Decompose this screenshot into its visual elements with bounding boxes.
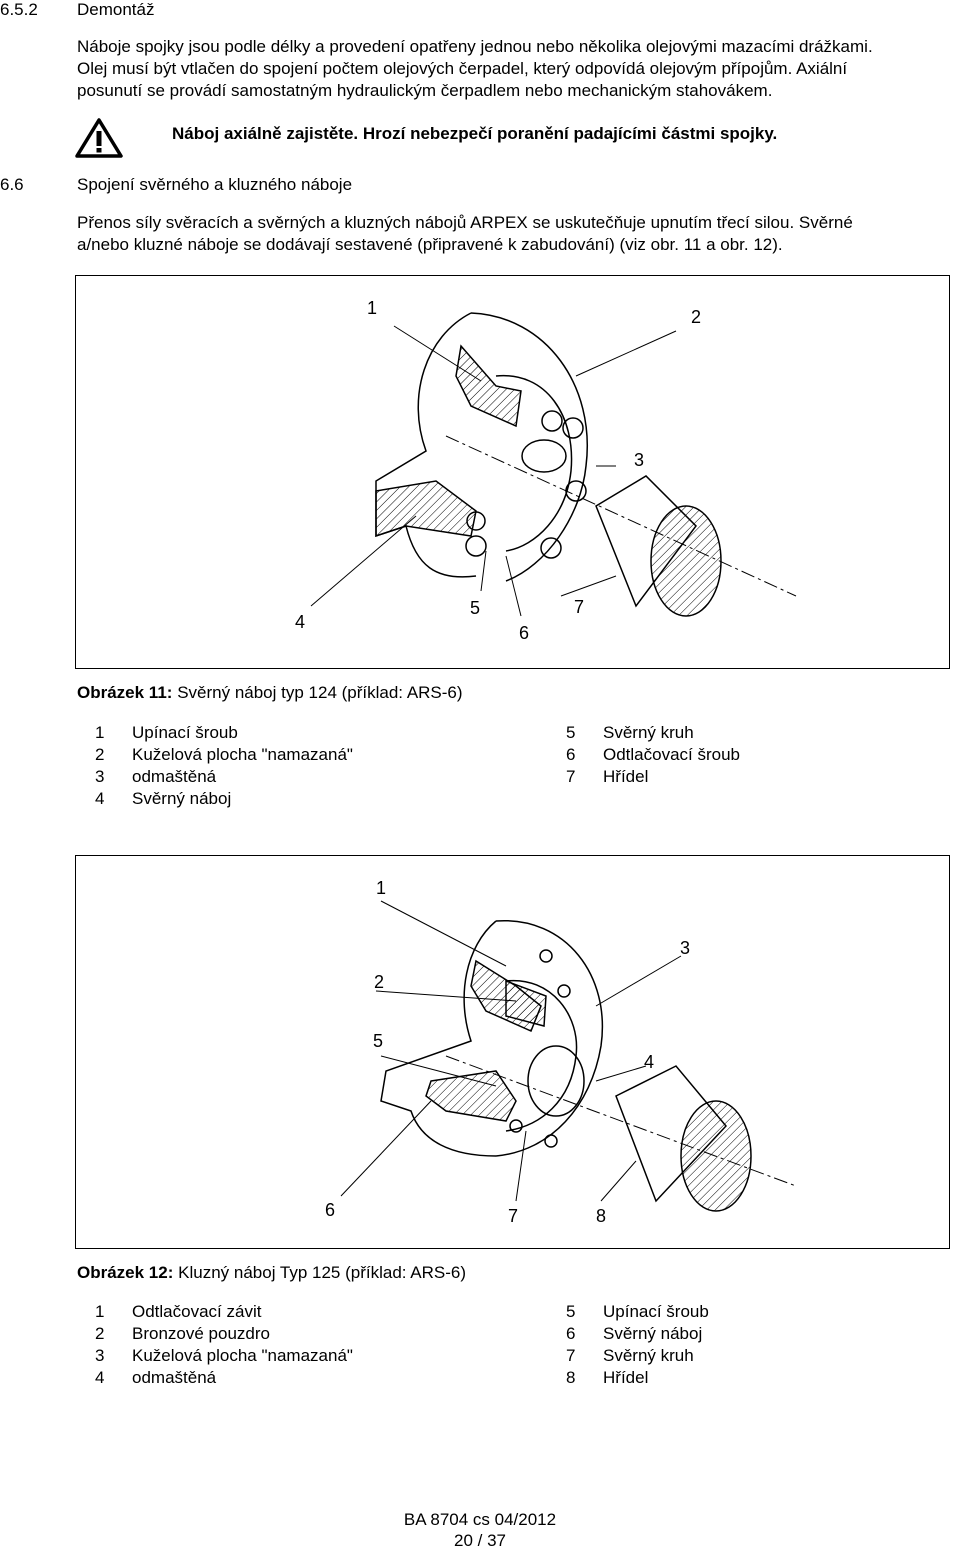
- warning-text: Náboj axiálně zajistěte. Hrozí nebezpečí…: [172, 124, 778, 143]
- section-652-number: 6.5.2: [0, 0, 38, 19]
- figure-11-caption-prefix: Obrázek 11:: [77, 683, 173, 702]
- figure-12-label-5: 5: [373, 1031, 384, 1051]
- figure-11-label-6: 6: [519, 623, 530, 643]
- footer-document-id: BA 8704 cs 04/2012: [403, 1510, 557, 1529]
- paragraph-1-line-1: Náboje spojky jsou podle délky a provede…: [77, 37, 873, 56]
- figure-12-label-7: 7: [508, 1206, 519, 1226]
- figure-11-frame: 1 2 3 4 5 6 7: [75, 275, 950, 669]
- figure-11-label-2: 2: [691, 307, 702, 327]
- paragraph-2-line-1: Přenos síly svěracích a svěrných a kluzn…: [77, 213, 853, 232]
- footer-page-number: 20 / 37: [454, 1531, 506, 1550]
- figure-12-label-3: 3: [680, 938, 691, 958]
- figure-12-caption-text: Kluzný náboj Typ 125 (příklad: ARS-6): [178, 1263, 467, 1282]
- warning-triangle-icon: [75, 118, 123, 158]
- figure-11-label-7: 7: [574, 597, 585, 617]
- figure-11-label-4: 4: [295, 612, 306, 632]
- figure-11-label-3: 3: [634, 450, 645, 470]
- figure-11-label-5: 5: [470, 598, 481, 618]
- paragraph-2-line-2: a/nebo kluzné náboje se dodávají sestave…: [77, 235, 783, 254]
- figure-12-label-6: 6: [325, 1200, 336, 1220]
- figure-11-drawing: [310, 312, 797, 617]
- figure-11-caption-text: Svěrný náboj typ 124 (příklad: ARS-6): [177, 683, 463, 702]
- paragraph-1-line-2: Olej musí být vtlačen do spojení počtem …: [77, 59, 848, 78]
- section-66-title: Spojení svěrného a kluzného náboje: [77, 175, 353, 194]
- figure-12-label-2: 2: [374, 972, 385, 992]
- figure-11-caption: Obrázek 11: Svěrný náboj typ 124 (příkla…: [77, 683, 463, 703]
- figure-12-label-4: 4: [644, 1052, 655, 1072]
- figure-12-caption: Obrázek 12: Kluzný náboj Typ 125 (příkla…: [77, 1263, 466, 1283]
- figure-12-frame: 1 2 3 4 5 6 7 8: [75, 855, 950, 1249]
- figure-12-label-1: 1: [376, 878, 387, 898]
- figure-12-label-8: 8: [596, 1206, 607, 1226]
- figure-11-label-1: 1: [367, 298, 378, 318]
- paragraph-1-line-3: posunutí se provádí samostatným hydrauli…: [77, 81, 773, 100]
- section-66-number: 6.6: [0, 175, 24, 194]
- figure-12-caption-prefix: Obrázek 12:: [77, 1263, 174, 1282]
- figure-12-drawing: [340, 900, 797, 1212]
- section-652-title: Demontáž: [77, 0, 155, 19]
